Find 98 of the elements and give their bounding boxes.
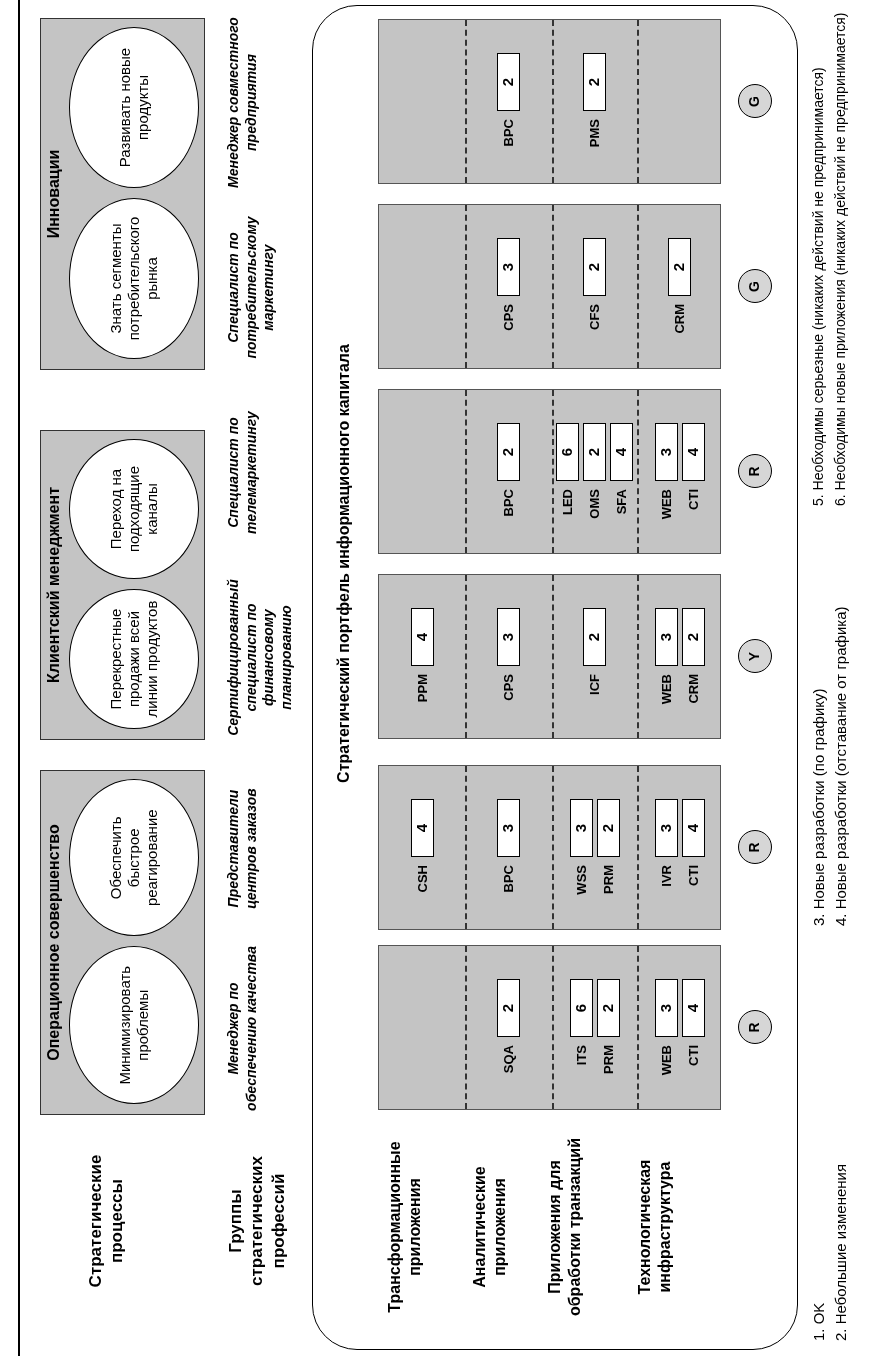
row-heading: Приложения для обработки транзакций xyxy=(545,1137,584,1319)
status-circle: G xyxy=(738,269,772,304)
application-code: PPM xyxy=(413,674,431,705)
application-code: ITS xyxy=(572,1045,590,1068)
status-circle: R xyxy=(738,1010,772,1045)
status-box: 2 xyxy=(583,423,606,481)
application-code: LED xyxy=(559,489,576,517)
application-column xyxy=(378,204,721,369)
status-box: 4 xyxy=(610,423,633,481)
legend-note: 3. Новые разработки (по графику) xyxy=(810,688,828,926)
status-box: 3 xyxy=(654,423,678,481)
status-box: 2 xyxy=(583,53,606,111)
application-code: CRM xyxy=(671,304,688,336)
status-box: 3 xyxy=(654,608,678,666)
application-code: CRM xyxy=(684,674,702,706)
process-group-box xyxy=(40,770,205,1115)
application-code: OMS xyxy=(586,489,603,521)
status-circle: Y xyxy=(738,639,772,674)
application-code: BPC xyxy=(500,489,517,519)
application-code: WEB xyxy=(657,1045,675,1078)
status-box: 2 xyxy=(497,979,520,1037)
status-box: 2 xyxy=(583,238,606,296)
status-box: 2 xyxy=(596,979,620,1037)
profession-label: Представители центров заказов xyxy=(225,787,260,911)
profession-label: Специалист по потребительскому маркетингу xyxy=(225,215,277,361)
status-circle: R xyxy=(738,830,772,865)
frame-title: Стратегический портфель информационного капитала xyxy=(335,343,353,785)
process-ellipse: Минимизировать проблемы xyxy=(69,946,199,1104)
status-box: 3 xyxy=(497,608,520,666)
application-code: IVR xyxy=(657,865,675,889)
legend-note: 6. Необходимы новые приложения (никаких действий не предпринимается) xyxy=(832,12,849,506)
status-box: 2 xyxy=(668,238,691,296)
process-group-box xyxy=(40,18,205,370)
status-box: 4 xyxy=(681,979,705,1037)
application-code: BPC xyxy=(500,119,517,149)
group-heading: Инновации xyxy=(45,148,63,241)
application-code: CTI xyxy=(684,1045,702,1068)
status-box: 3 xyxy=(497,238,520,296)
application-code: WEB xyxy=(657,489,675,522)
application-code: BPC xyxy=(500,865,517,895)
process-ellipse: Знать сегменты потребительского рынка xyxy=(69,198,199,359)
legend-note: 5. Необходимы серьезные (никаких действий не предпринимается) xyxy=(810,67,827,506)
group-heading: Операционное совершенство xyxy=(45,823,63,1063)
application-column xyxy=(378,574,721,739)
application-code: WSS xyxy=(572,865,590,897)
application-code: CFS xyxy=(586,304,603,332)
status-box: 3 xyxy=(654,979,678,1037)
status-box: 4 xyxy=(681,423,705,481)
status-box: 3 xyxy=(654,799,678,857)
application-code: PRM xyxy=(599,865,617,896)
legend-note: 2. Небольшие изменения xyxy=(832,1163,850,1341)
row-heading: Технологическая инфраструктура xyxy=(635,1158,674,1297)
status-box: 2 xyxy=(681,608,705,666)
application-code: SQA xyxy=(500,1045,517,1076)
row-heading: Группы стратегических профессий xyxy=(225,1155,289,1288)
application-column xyxy=(378,389,721,554)
process-ellipse: Переход на подходящие каналы xyxy=(69,439,199,579)
status-box: 4 xyxy=(410,799,434,857)
status-box: 6 xyxy=(569,979,593,1037)
application-code: CPS xyxy=(500,674,517,703)
application-code: SFA xyxy=(613,489,630,517)
application-code: CPS xyxy=(500,304,517,333)
group-heading: Клиентский менеджмент xyxy=(45,486,63,685)
application-code: CTI xyxy=(684,489,702,512)
row-heading: Стратегические процессы xyxy=(85,1153,128,1290)
row-heading: Аналитические приложения xyxy=(470,1165,509,1290)
status-box: 6 xyxy=(556,423,579,481)
status-box: 3 xyxy=(569,799,593,857)
application-code: CTI xyxy=(684,865,702,888)
status-box: 2 xyxy=(583,608,606,666)
profession-label: Специалист по телемаркетингу xyxy=(225,410,260,536)
application-column xyxy=(378,765,721,930)
portfolio-frame xyxy=(312,5,798,1350)
application-code: WEB xyxy=(657,674,675,707)
application-code: PRM xyxy=(599,1045,617,1076)
status-box: 2 xyxy=(497,423,520,481)
status-box: 2 xyxy=(497,53,520,111)
application-code: PMS xyxy=(586,119,603,150)
status-circle: G xyxy=(738,84,772,119)
legend-note: 1. OK xyxy=(810,1302,828,1341)
profession-label: Менеджер совместного предприятия xyxy=(225,16,260,190)
process-group-box xyxy=(40,430,205,740)
profession-label: Сертифицированный специалист по финансовому планированию xyxy=(225,578,295,738)
legend-note: 4. Новые разработки (отставание от графика) xyxy=(832,606,850,926)
row-heading: Трансформационные приложения xyxy=(385,1140,424,1315)
status-circle: R xyxy=(738,454,772,489)
application-code: CSH xyxy=(413,865,431,895)
profession-label: Менеджер по обеспечению качества xyxy=(225,945,260,1113)
process-ellipse: Обеспечить быстрое реагирование xyxy=(69,779,199,937)
status-box: 4 xyxy=(410,608,434,666)
application-column xyxy=(378,945,721,1110)
status-box: 3 xyxy=(497,799,520,857)
application-code: ICF xyxy=(586,674,603,697)
process-ellipse: Развивать новые продукты xyxy=(69,27,199,188)
process-ellipse: Перекрестные продажи всей линии продуктов xyxy=(69,589,199,729)
status-box: 4 xyxy=(681,799,705,857)
application-column xyxy=(378,19,721,184)
status-box: 2 xyxy=(596,799,620,857)
